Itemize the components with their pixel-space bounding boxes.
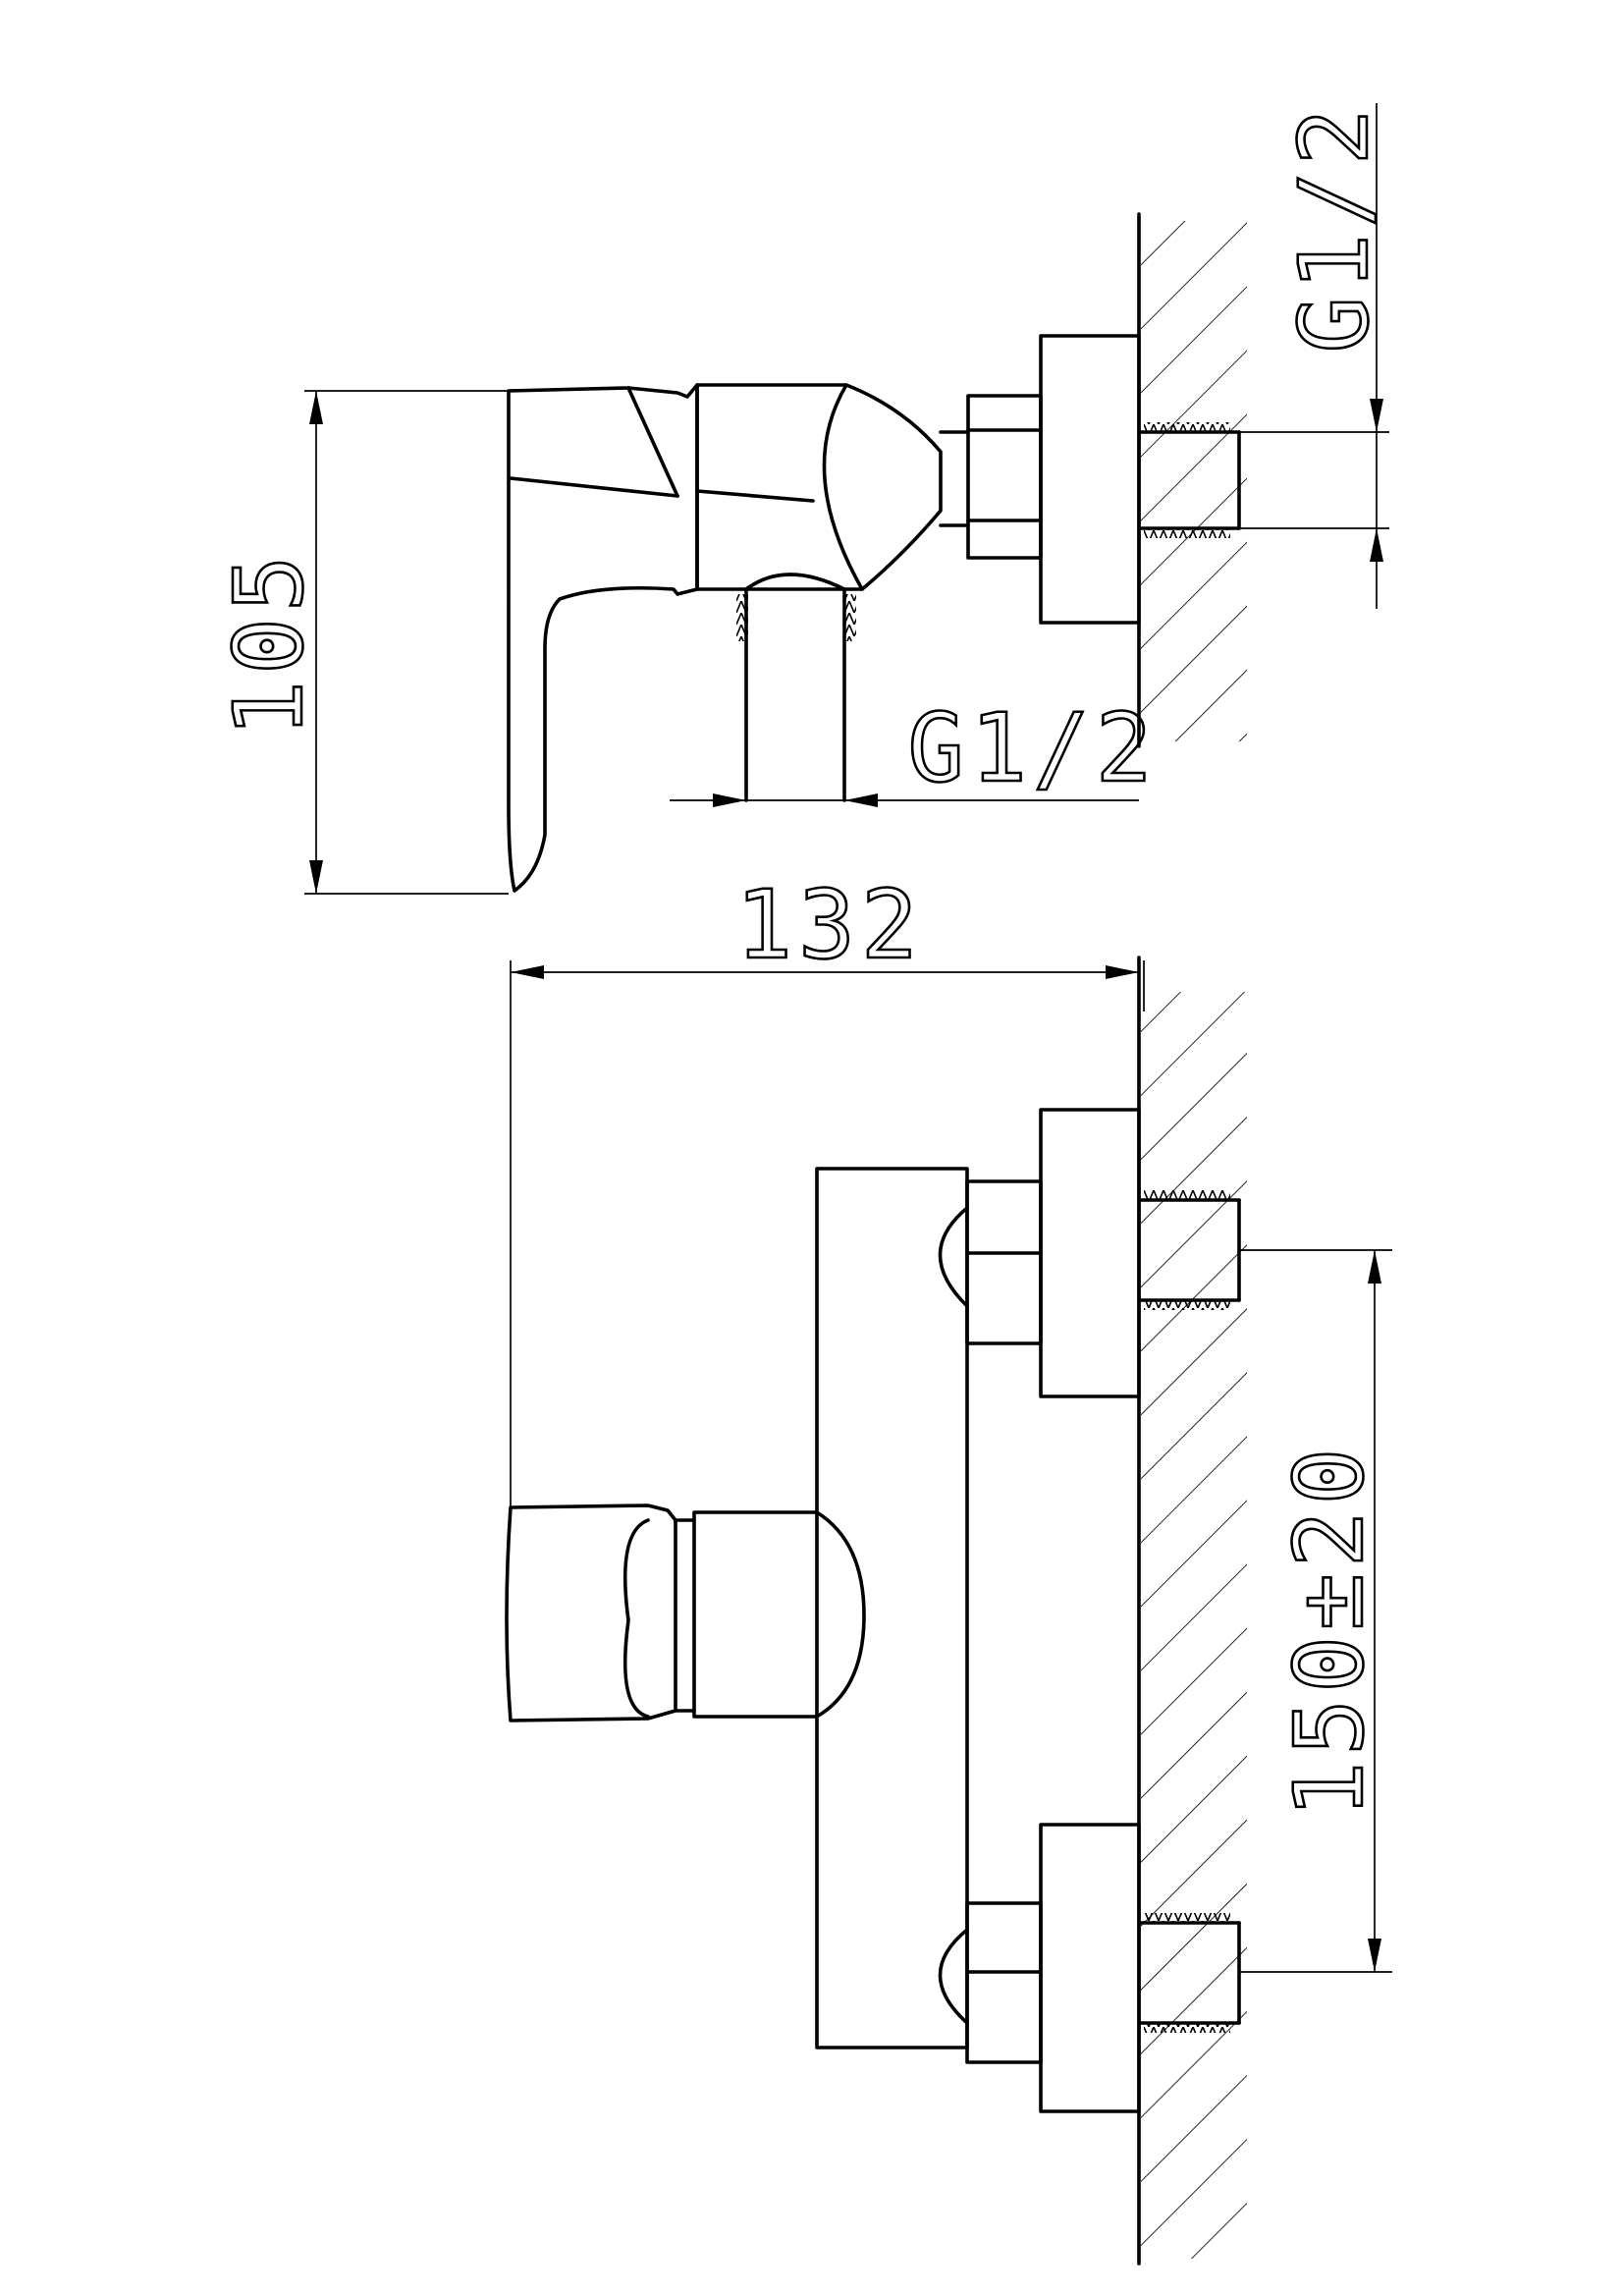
handle-front [505, 1503, 677, 1722]
valve-body-side [695, 383, 943, 591]
wall-hatch-bottom [1141, 992, 1247, 2259]
label-inlet-thread: G1/2 [1279, 102, 1389, 353]
wall-hatch-top [1141, 221, 1247, 741]
inlet-pipe [1139, 422, 1241, 538]
eccentric-nut-top [966, 394, 1043, 560]
label-centers: 150±20 [1274, 1443, 1384, 1819]
cartridge-housing-front [692, 1510, 866, 1719]
label-projection: 132 [735, 870, 923, 980]
dim-overall-height [304, 390, 509, 895]
front-view [505, 956, 1392, 2266]
label-outlet-thread: G1/2 [907, 693, 1158, 803]
upper-inlet [938, 1108, 1241, 1398]
outlet-pipe [736, 573, 856, 802]
side-view [304, 103, 1389, 895]
label-overall-height: 105 [214, 549, 324, 737]
valve-dome-side [822, 383, 864, 591]
dim-projection [510, 960, 1145, 1507]
escutcheon-flange-top [1039, 334, 1141, 625]
handle-side [507, 383, 699, 893]
dim-centers [1239, 1249, 1392, 1973]
mixer-body-front [815, 1167, 969, 2050]
dim-inlet-thread [1239, 103, 1389, 609]
dim-outlet-thread [670, 793, 1139, 807]
